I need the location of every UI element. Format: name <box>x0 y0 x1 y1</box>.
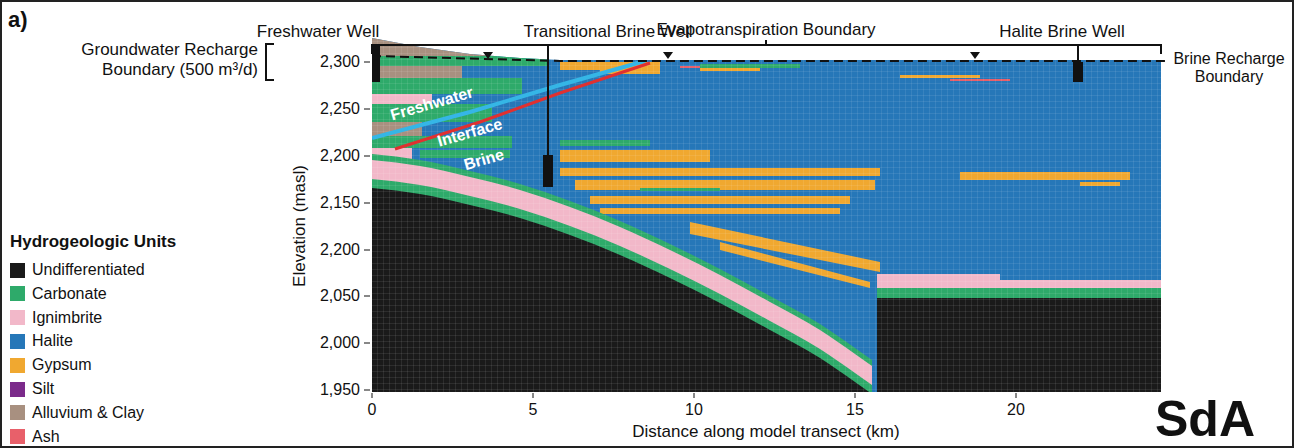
legend-swatch <box>10 334 25 349</box>
well-screen <box>1073 62 1083 82</box>
freshwater-line <box>372 61 645 138</box>
tick-label: 15 <box>846 401 864 419</box>
legend-text: Halite <box>32 332 73 350</box>
tick-label: 1,950 <box>320 381 360 399</box>
axis-tick <box>533 393 534 398</box>
legend-text: Ignimbrite <box>32 309 102 327</box>
axis-tick <box>364 390 370 391</box>
bracket <box>266 44 274 80</box>
legend-item: Ignimbrite <box>10 309 102 327</box>
legend-text: Silt <box>32 380 54 398</box>
legend-swatch <box>10 405 25 420</box>
tick-label: 10 <box>685 401 703 419</box>
legend-item: Halite <box>10 332 73 350</box>
tick-label: 2,000 <box>320 334 360 352</box>
legend-swatch <box>10 358 25 373</box>
legend-item: Silt <box>10 380 54 398</box>
water-table <box>372 56 1168 61</box>
water-table-mark <box>483 52 493 59</box>
legend-text: Gypsum <box>32 356 92 374</box>
legend-swatch <box>10 429 25 444</box>
tick-label: 2,200 <box>320 147 360 165</box>
tick-label: 2,050 <box>320 287 360 305</box>
axis-tick <box>855 393 856 398</box>
legend-item: Ash <box>10 428 60 446</box>
bracket <box>372 40 1161 54</box>
well-screen <box>543 155 553 187</box>
legend-text: Carbonate <box>32 285 107 303</box>
well <box>547 44 549 156</box>
water-table-mark <box>663 52 673 59</box>
axis-tick <box>364 343 370 344</box>
well-label: Transitional Brine Well <box>523 22 692 42</box>
axis-title: Distance along model transect (km) <box>632 422 899 442</box>
axis-tick <box>372 393 373 398</box>
tick-label: 2,300 <box>320 53 360 71</box>
legend-item: Gypsum <box>10 356 92 374</box>
well-label: Halite Brine Well <box>999 22 1124 42</box>
well-label: Freshwater Well <box>257 22 380 42</box>
axis-tick <box>364 62 370 63</box>
axis-tick <box>364 203 370 204</box>
legend-item: Undifferentiated <box>10 261 145 279</box>
tick-label: 2,250 <box>320 100 360 118</box>
tick-label: 2,150 <box>320 194 360 212</box>
tick-label: 0 <box>368 401 377 419</box>
model-grid <box>372 36 1162 396</box>
axis-tick <box>1016 393 1017 398</box>
tick-label: 20 <box>1007 401 1025 419</box>
axis-tick <box>364 296 370 297</box>
watermark: SdA <box>1155 391 1255 448</box>
legend-text: Ash <box>32 428 60 446</box>
tick-label: 5 <box>529 401 538 419</box>
panel-letter: a) <box>8 7 28 32</box>
axis-title: Elevation (masl) <box>290 165 310 287</box>
well <box>372 44 380 82</box>
axis-tick <box>364 156 370 157</box>
axis-tick <box>364 250 370 251</box>
water-table-mark <box>970 52 980 59</box>
legend-text: Undifferentiated <box>32 261 145 279</box>
tick-label: 2,200 <box>320 241 360 259</box>
model-section <box>360 30 1170 400</box>
legend-swatch <box>10 286 25 301</box>
legend-text: Alluvium & Clay <box>32 404 144 422</box>
section-annotations <box>266 40 1168 398</box>
legend-title: Hydrogeologic Units <box>10 232 176 252</box>
legend-item: Carbonate <box>10 285 107 303</box>
axis-tick <box>694 393 695 398</box>
boundary-label: Groundwater Recharge Boundary (500 m³/d) <box>22 40 258 79</box>
halite-fill <box>360 30 1170 400</box>
well <box>1077 44 1079 62</box>
legend-swatch <box>10 263 25 278</box>
legend-item: Alluvium & Clay <box>10 404 144 422</box>
axis-tick <box>364 109 370 110</box>
legend-swatch <box>10 310 25 325</box>
boundary-label: Brine Recharge Boundary <box>1168 50 1290 87</box>
legend-swatch <box>10 382 25 397</box>
